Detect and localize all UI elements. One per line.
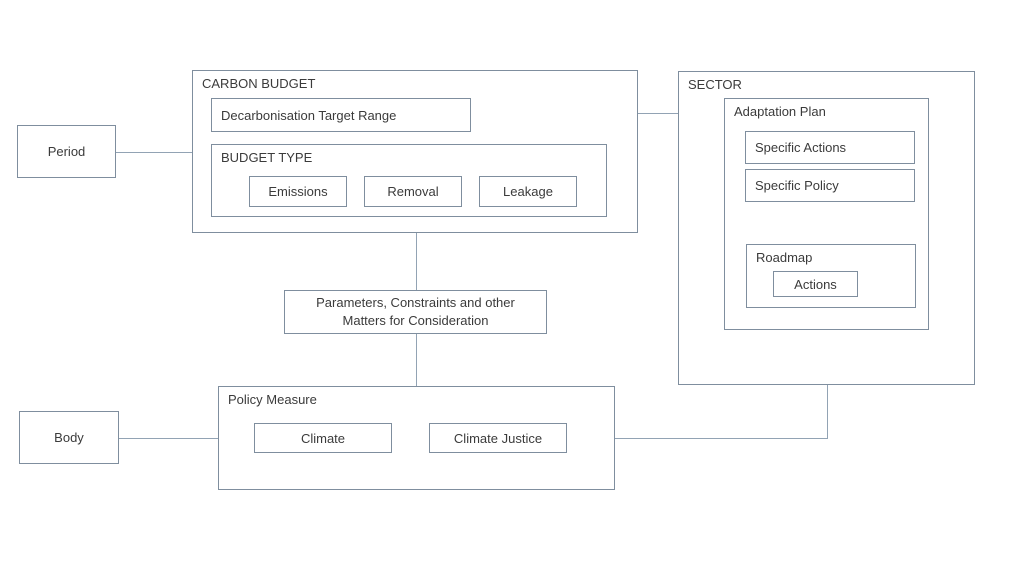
policy-measure-container: Policy Measure Climate Climate Justice	[218, 386, 615, 490]
body-label: Body	[54, 430, 84, 445]
budget-type-container: BUDGET TYPE Emissions Removal Leakage	[211, 144, 607, 217]
specific-policy-node: Specific Policy	[745, 169, 915, 202]
specific-actions-label: Specific Actions	[755, 140, 847, 155]
connector-policy-measure-to-sector-vertical	[827, 385, 828, 438]
connector-parameters-to-policy-measure	[416, 334, 417, 386]
removal-node: Removal	[364, 176, 462, 207]
leakage-node: Leakage	[479, 176, 577, 207]
carbon-budget-container: CARBON BUDGET Decarbonisation Target Ran…	[192, 70, 638, 233]
connector-carbon-budget-to-parameters	[416, 233, 417, 290]
actions-node: Actions	[773, 271, 858, 297]
period-node: Period	[17, 125, 116, 178]
parameters-label-line1: Parameters, Constraints and other	[316, 295, 515, 311]
specific-policy-label: Specific Policy	[755, 178, 839, 193]
connector-period-to-carbon-budget	[116, 152, 193, 153]
connector-body-to-policy-measure	[119, 438, 218, 439]
budget-type-title: BUDGET TYPE	[221, 150, 313, 165]
adaptation-plan-title: Adaptation Plan	[734, 104, 826, 119]
body-node: Body	[19, 411, 119, 464]
actions-label: Actions	[794, 276, 837, 292]
adaptation-plan-container: Adaptation Plan Specific Actions Specifi…	[724, 98, 929, 330]
climate-label: Climate	[300, 430, 346, 446]
emissions-node: Emissions	[249, 176, 347, 207]
removal-label: Removal	[387, 184, 439, 199]
parameters-label-line2: Matters for Consideration	[342, 313, 489, 328]
climate-node: Climate	[254, 423, 392, 453]
parameters-node: Parameters, Constraints and other Matter…	[284, 290, 547, 334]
decarbonisation-target-range-node: Decarbonisation Target Range	[211, 98, 471, 132]
roadmap-container: Roadmap Actions	[746, 244, 916, 308]
sector-title: SECTOR	[688, 77, 742, 92]
carbon-budget-title: CARBON BUDGET	[202, 76, 316, 91]
sector-container: SECTOR Adaptation Plan Specific Actions …	[678, 71, 975, 385]
policy-measure-title: Policy Measure	[228, 392, 317, 407]
climate-justice-node: Climate Justice	[429, 423, 567, 453]
period-label: Period	[47, 144, 86, 159]
emissions-label: Emissions	[268, 184, 328, 199]
specific-actions-node: Specific Actions	[745, 131, 915, 164]
leakage-label: Leakage	[503, 184, 553, 199]
connector-policy-measure-to-sector-horizontal	[615, 438, 828, 439]
climate-justice-label: Climate Justice	[453, 430, 543, 446]
decarbonisation-target-range-label: Decarbonisation Target Range	[221, 107, 397, 123]
roadmap-title: Roadmap	[756, 250, 813, 265]
